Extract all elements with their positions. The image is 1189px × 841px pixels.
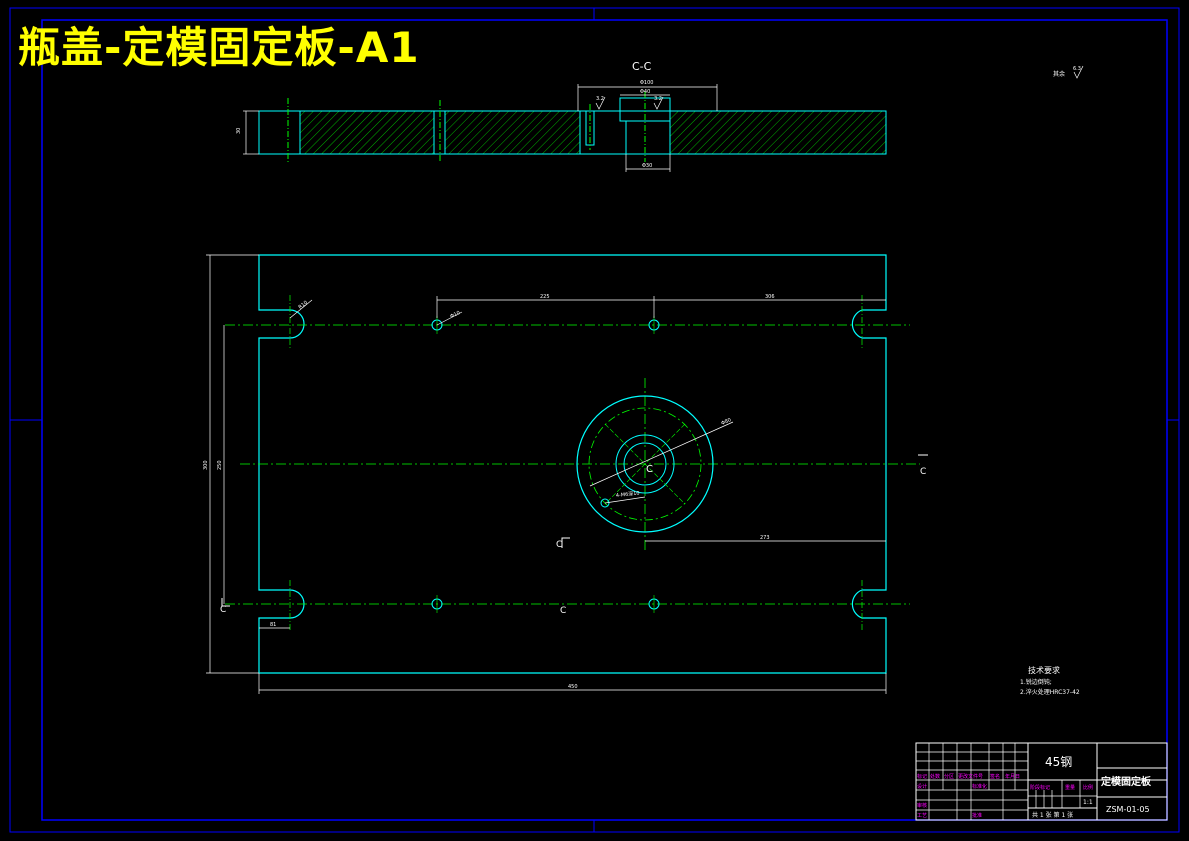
svg-text:R10: R10: [298, 300, 309, 311]
title-block: 标记 处数 分区 更改文件号 签名 年月日 设计 标准化 阶段标记 重量 比例 …: [915, 742, 1168, 821]
drawing-title: 瓶盖-定模固定板-A1: [18, 23, 420, 72]
svg-text:6.3: 6.3: [1073, 66, 1081, 72]
svg-text:Φ30: Φ30: [642, 163, 652, 169]
svg-text:Φ100: Φ100: [640, 80, 653, 86]
svg-text:阶段标记: 阶段标记: [1030, 784, 1050, 791]
hatch-mid: [445, 111, 580, 154]
svg-text:81: 81: [270, 622, 276, 628]
svg-text:300: 300: [203, 460, 209, 470]
section-view: C-C Φ100 Φ40: [236, 60, 887, 172]
svg-text:处数: 处数: [930, 773, 940, 780]
svg-text:2.淬火处理HRC37-42: 2.淬火处理HRC37-42: [1020, 688, 1080, 696]
center-bore: [623, 442, 667, 486]
svg-text:30: 30: [236, 128, 242, 134]
tech-requirements: 技术要求 1.锐边倒钝; 2.淬火处理HRC37-42: [1020, 665, 1080, 696]
svg-text:标准化: 标准化: [972, 783, 987, 790]
svg-text:工艺: 工艺: [917, 813, 927, 819]
bore: [625, 120, 671, 155]
svg-text:Φ80: Φ80: [720, 417, 732, 427]
svg-text:比例: 比例: [1083, 784, 1093, 791]
svg-text:更改文件号: 更改文件号: [958, 773, 983, 780]
svg-text:C: C: [556, 540, 562, 550]
section-label: C-C: [632, 60, 652, 73]
svg-text:306: 306: [765, 294, 775, 300]
part-name: 定模固定板: [1101, 775, 1152, 788]
bolt-circle: [588, 407, 702, 521]
hatch-left: [300, 111, 434, 154]
svg-text:标记: 标记: [917, 773, 927, 780]
svg-text:1.锐边倒钝;: 1.锐边倒钝;: [1020, 678, 1052, 686]
svg-text:273: 273: [760, 535, 770, 541]
svg-text:Φ40: Φ40: [640, 89, 650, 95]
svg-text:3.2: 3.2: [654, 96, 662, 102]
svg-text:C: C: [220, 605, 226, 615]
material: 45钢: [1045, 755, 1072, 769]
svg-text:签名: 签名: [990, 773, 1000, 780]
svg-text:审核: 审核: [917, 802, 927, 809]
svg-text:设计: 设计: [917, 783, 927, 790]
section-outline: [258, 110, 887, 155]
drawing-frame: [9, 7, 1180, 833]
svg-text:重量: 重量: [1065, 784, 1075, 791]
svg-text:4-M6深10: 4-M6深10: [615, 490, 639, 499]
drawing-number: ZSM-01-05: [1106, 805, 1150, 814]
svg-text:其余: 其余: [1053, 70, 1065, 78]
svg-text:250: 250: [217, 460, 223, 470]
svg-text:Φ10: Φ10: [449, 310, 461, 320]
svg-text:批准: 批准: [972, 812, 982, 819]
sheet-info: 共 1 张 第 1 张: [1032, 811, 1073, 819]
svg-text:C: C: [920, 467, 926, 477]
svg-text:分区: 分区: [944, 773, 954, 780]
roughness-note: 其余 6.3: [1053, 65, 1084, 79]
svg-text:3.2: 3.2: [596, 96, 604, 102]
svg-text:450: 450: [568, 684, 578, 690]
svg-text:技术要求: 技术要求: [1028, 665, 1060, 675]
svg-text:C: C: [646, 464, 653, 475]
scale: 1:1: [1083, 799, 1093, 806]
counter-bore: [615, 434, 675, 494]
svg-text:年月日: 年月日: [1005, 773, 1020, 780]
svg-text:C: C: [560, 606, 566, 616]
hatch-right: [670, 111, 886, 154]
outer-ring: [576, 395, 714, 533]
plan-view: C 300 250 450 81 225 306 273 Φ80 R10 Φ10…: [203, 254, 928, 694]
svg-text:225: 225: [540, 294, 550, 300]
